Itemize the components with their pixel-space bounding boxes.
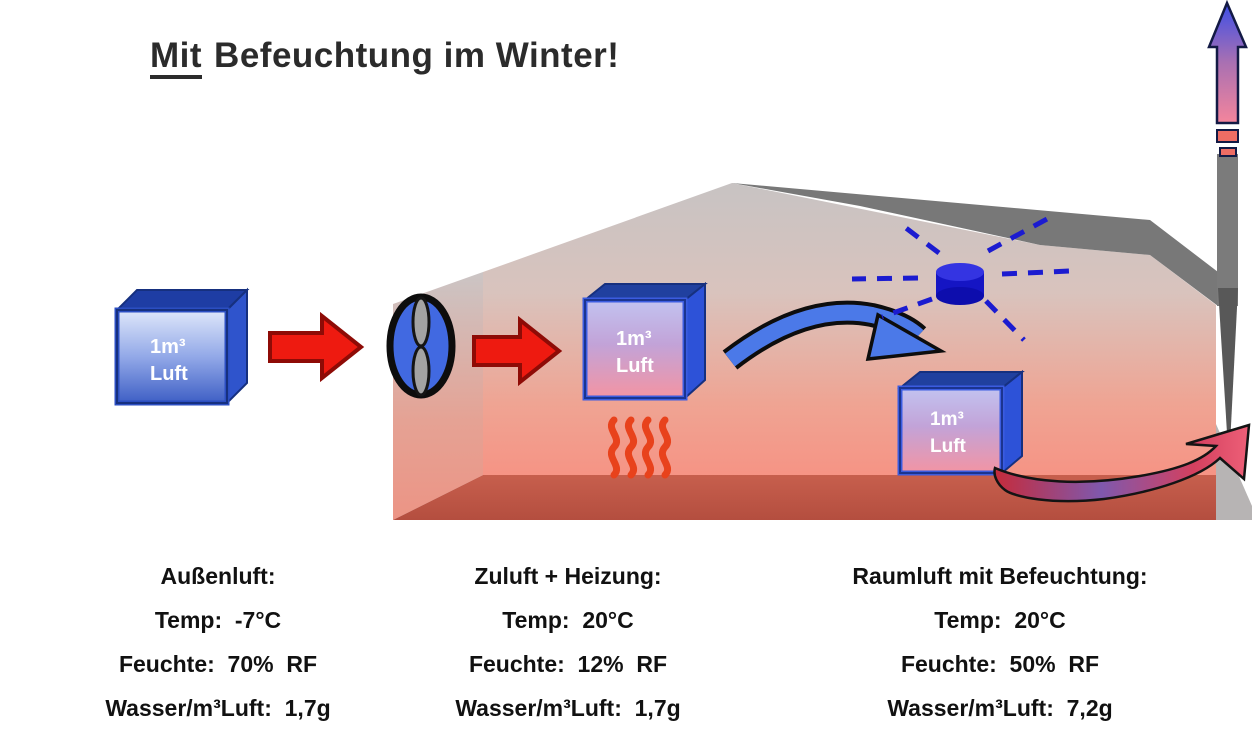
chimney-arrow-icon (1207, 0, 1248, 157)
stat-row: Temp: 20°C (502, 607, 634, 633)
cube-front-face (897, 385, 1005, 476)
fan-icon (386, 293, 456, 399)
column-header: Zuluft + Heizung: (474, 563, 662, 589)
mist-rays-icon (851, 216, 1071, 342)
column-header: Raumluft mit Befeuchtung: (852, 563, 1148, 589)
stat-row: Wasser/m³Luft: 1,7g (105, 695, 331, 721)
cube-right-face (684, 281, 706, 401)
cube-top-face (114, 289, 250, 311)
supply-arrow-inside-icon (472, 315, 563, 387)
supply-air-stats: Zuluft + Heizung: Temp: 20°C Feuchte: 12… (398, 563, 738, 739)
stat-row: Feuchte: 50% RF (900, 651, 1100, 677)
stat-row: Feuchte: 70% RF (118, 651, 318, 677)
stat-row: Temp: 20°C (934, 607, 1066, 633)
roof-band (732, 183, 1218, 306)
stat-row: Feuchte: 12% RF (468, 651, 668, 677)
supply-arrow-outside-icon (268, 311, 365, 383)
stat-row: Wasser/m³Luft: 1,7g (455, 695, 681, 721)
cube-right-face (226, 287, 248, 406)
room-air-stats: Raumluft mit Befeuchtung: Temp: 20°C Feu… (790, 563, 1210, 739)
house-back-wall (483, 183, 1216, 475)
humidifier-icon (936, 263, 984, 305)
chimney (1217, 154, 1238, 306)
heater-icon (607, 416, 672, 479)
cube-outline (899, 387, 1003, 474)
title-emphasis: Mit (150, 38, 203, 79)
cube-outline (116, 309, 228, 404)
stat-row: Wasser/m³Luft: 7,2g (887, 695, 1113, 721)
page-title: Mit Befeuchtung im Winter! (150, 36, 619, 79)
circulation-arrow-icon (722, 300, 947, 370)
cube-right-face (1001, 369, 1023, 476)
exhaust-arrow-icon (993, 423, 1251, 503)
house (393, 154, 1252, 520)
column-header: Außenluft: (160, 563, 276, 589)
title-rest: Befeuchtung im Winter! (214, 36, 620, 75)
chimney-lower-taper (1218, 288, 1238, 465)
stat-row: Temp: -7°C (154, 607, 282, 633)
cube-outline (584, 299, 686, 399)
outside-air-stats: Außenluft: Temp: -7°C Feuchte: 70% RF Wa… (28, 563, 408, 739)
